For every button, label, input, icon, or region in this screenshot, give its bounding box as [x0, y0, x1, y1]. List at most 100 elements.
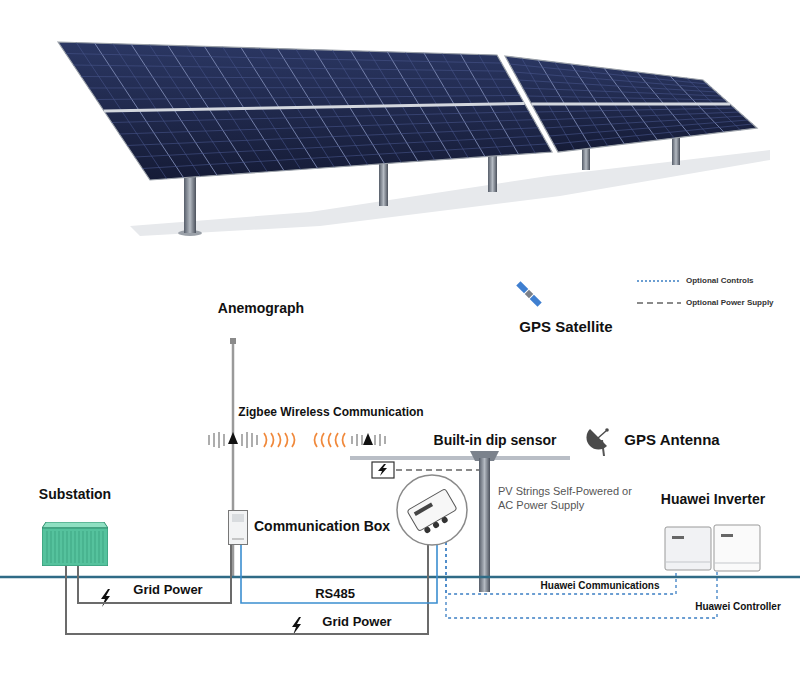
- drawing-part: [285, 433, 288, 447]
- wire-label: Grid Power: [320, 615, 393, 629]
- tracker-post: [479, 458, 490, 592]
- drawing-part: [372, 462, 394, 478]
- drawing-part: [218, 432, 219, 448]
- drawing-part: [59, 531, 60, 563]
- cell-line: [81, 77, 511, 80]
- wire-connector: [66, 545, 428, 634]
- module-gap: [104, 104, 525, 112]
- drawing-part: [598, 431, 606, 438]
- drawing-part: [721, 534, 733, 537]
- drawing-part: [672, 536, 684, 539]
- drawing-part: [47, 531, 48, 563]
- drawing-part: [397, 475, 467, 545]
- wind-sensor-symbol: [209, 432, 257, 448]
- drawing-part: [213, 433, 214, 447]
- drawing-part: [378, 464, 387, 476]
- panel-face: [58, 42, 552, 180]
- node-shape: [664, 524, 762, 572]
- drawing-part: [232, 539, 244, 540]
- callout-label: Anemograph: [218, 300, 304, 316]
- drawing-part: [208, 435, 209, 445]
- ground-line: [0, 576, 800, 579]
- wire-connector: [241, 545, 437, 603]
- legend-line: [637, 302, 681, 304]
- drawing-part: [67, 531, 68, 563]
- drawing-part: [292, 433, 295, 447]
- drawing-part: [55, 531, 56, 563]
- drawing-part: [71, 531, 72, 563]
- drawing-part: [251, 433, 252, 447]
- cell-line: [127, 128, 538, 146]
- drawing-part: [75, 531, 76, 563]
- drawing-part: [87, 531, 88, 563]
- power-supply-icon: [372, 462, 394, 478]
- legend-line: [637, 280, 681, 281]
- drawing-part: [241, 434, 242, 446]
- optional-power-line: [396, 469, 479, 471]
- drawing-part: [99, 531, 100, 563]
- drawing-part: [714, 525, 760, 571]
- receiver-symbol: [352, 433, 385, 446]
- wire-connector: [446, 542, 676, 594]
- callout-label: GPS Antenna: [624, 431, 719, 448]
- wire-label: Huawei Controller: [693, 601, 783, 612]
- drawing-part: [95, 531, 96, 563]
- solar-array: [505, 56, 757, 152]
- drawing-part: [322, 433, 325, 447]
- panel-face: [505, 56, 757, 152]
- drawing-part: [79, 531, 80, 563]
- cell-line: [527, 96, 725, 100]
- legend-sample: [636, 300, 682, 306]
- drawing-part: [407, 489, 460, 537]
- node-label: Huawei Inverter: [661, 491, 765, 507]
- callout-label: Zigbee Wireless Communication: [238, 406, 423, 420]
- wire-label: Grid Power: [131, 583, 204, 597]
- drawing-part: [351, 436, 352, 444]
- node-label: Substation: [39, 486, 111, 502]
- drawing-part: [91, 531, 92, 563]
- zigbee-waves: [264, 433, 345, 447]
- drawing-part: [246, 432, 247, 448]
- communication-box: Communication Box: [228, 510, 248, 545]
- drawing-part: [232, 514, 244, 522]
- drawing-part: [51, 531, 52, 563]
- tracker-photo: [58, 42, 770, 236]
- drawing-part: [336, 433, 339, 447]
- drawing-part: [516, 281, 528, 293]
- gps-antenna-icon: [586, 428, 608, 456]
- drawing-part: [329, 433, 332, 447]
- drawing-part: [229, 511, 248, 545]
- drawing-part: [103, 531, 104, 563]
- drawing-part: [223, 434, 224, 446]
- cell-line: [518, 80, 716, 92]
- tracker-panel-edge: [350, 456, 570, 460]
- drawing-part: [83, 531, 84, 563]
- drawing-part: [714, 563, 760, 564]
- drawing-part: [432, 521, 440, 529]
- drawing-part: [384, 436, 385, 444]
- drawing-part: [530, 295, 542, 307]
- node-shape: [42, 522, 108, 566]
- legend-text: Optional Controls: [686, 275, 754, 287]
- drawing-part: [374, 435, 375, 445]
- drawing-part: [42, 522, 108, 528]
- schematic: [0, 281, 800, 635]
- drawing-part: [379, 434, 380, 446]
- drawing-part: [665, 527, 711, 570]
- drawing-part: [271, 433, 274, 447]
- wire-label: Huawei Communications: [539, 580, 662, 591]
- cell-line: [66, 54, 502, 64]
- drawing-part: [315, 433, 318, 447]
- wire-label: RS485: [313, 587, 357, 601]
- lightning-symbol: [101, 589, 110, 607]
- cell-line: [135, 136, 543, 157]
- drawing-part: [586, 429, 607, 450]
- drawing-part: [42, 528, 108, 566]
- cell-line: [89, 87, 516, 89]
- satellite-icon: [516, 281, 541, 306]
- cell-line: [545, 116, 744, 128]
